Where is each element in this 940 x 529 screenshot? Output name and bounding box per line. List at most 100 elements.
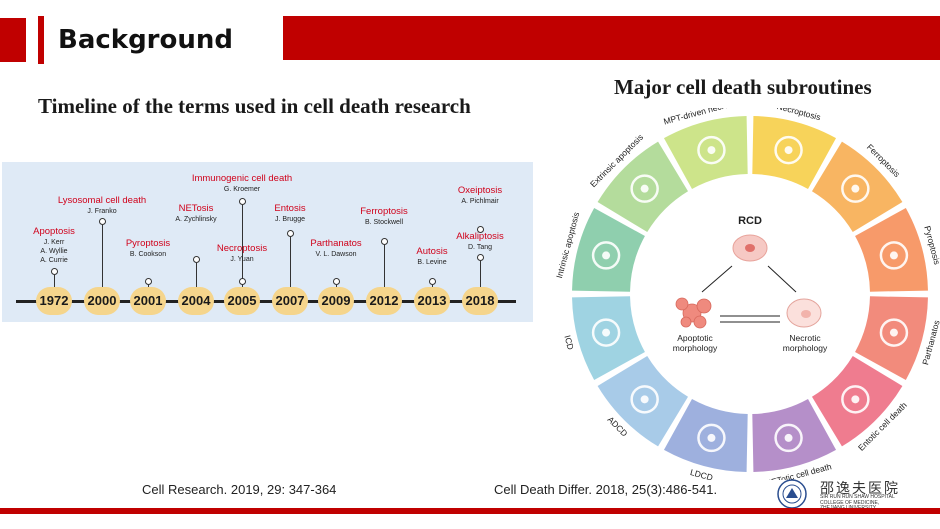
year-badge-2018: 2018: [462, 287, 498, 315]
timeline-connector: [290, 237, 291, 287]
timeline-author: J. Franko: [87, 208, 117, 215]
timeline-connector: [148, 285, 149, 287]
timeline-node: [477, 226, 484, 233]
timeline-node: [381, 238, 388, 245]
arrow-to-necrotic: [767, 265, 797, 293]
segment-pyroptosis: [855, 207, 928, 292]
apoptotic-morphology-label: Apoptotic: [677, 333, 713, 343]
segment-ldcd: [663, 399, 748, 472]
timeline-author: A. Currie: [40, 257, 68, 264]
timeline-title: Timeline of the terms used in cell death…: [38, 94, 471, 118]
timeline-connector: [242, 205, 243, 287]
year-badge-1972: 1972: [36, 287, 72, 315]
timeline-connector: [384, 245, 385, 287]
apoptotic-morphology-label: morphology: [673, 343, 718, 353]
fork-knife-icon: [630, 385, 659, 414]
timeline-term: Oxeiptosis: [457, 185, 503, 196]
timeline-author: J. Yuan: [230, 256, 254, 263]
timeline-term: Pyroptosis: [125, 238, 171, 249]
timeline-connector: [242, 285, 243, 287]
timeline-term: Necroptosis: [216, 243, 268, 254]
segment-icd: [572, 296, 645, 381]
university-emblem-icon: [777, 479, 807, 509]
antibody-icon: [591, 318, 621, 347]
hexagon-icon: [591, 241, 621, 270]
chain-icon: [879, 318, 909, 347]
timeline-term: Autosis: [416, 246, 448, 257]
year-badge-2004: 2004: [178, 287, 214, 315]
timeline-term: Lysosomal cell death: [57, 195, 147, 206]
hexagon-arrows-icon: [630, 174, 659, 203]
year-badge-2007: 2007: [272, 287, 308, 315]
hospital-logo: 邵逸夫医院 SIR RUN RUN SHAW HOSPITAL COLLEGE …: [772, 478, 940, 511]
timeline-connector: [54, 275, 55, 287]
timeline-axis: [16, 300, 516, 303]
timeline-author: J. Kerr: [43, 239, 65, 246]
timeline-author: D. Tang: [468, 244, 492, 251]
timeline-connector: [336, 285, 337, 287]
faucet-icon: [697, 135, 726, 165]
timeline-author: A. Wyllie: [40, 248, 68, 255]
necrotic-morphology-label: Necrotic: [789, 333, 821, 343]
timeline-term: Apoptosis: [33, 226, 75, 237]
anvil-icon: [841, 174, 870, 203]
year-badge-2005: 2005: [224, 287, 260, 315]
timeline-node: [477, 254, 484, 261]
timeline-term: Parthanatos: [310, 238, 362, 249]
segment-parthanatos: [855, 296, 928, 381]
footer-line: [0, 508, 940, 514]
timeline-node: [239, 278, 246, 285]
citation-right: Cell Death Differ. 2018, 25(3):486-541.: [494, 482, 718, 497]
timeline-term: Ferroptosis: [360, 206, 408, 217]
year-badge-2013: 2013: [414, 287, 450, 315]
subroutines-title: Major cell death subroutines: [614, 75, 872, 99]
segment-label: LDCD: [689, 467, 714, 480]
timeline-term: NETosis: [178, 203, 214, 214]
timeline-author: B. Cookson: [129, 251, 167, 258]
timeline-term: Entosis: [274, 203, 306, 214]
slide-title: Background: [38, 16, 278, 64]
segment-netotic-cell-death: [752, 399, 837, 472]
timeline-node: [287, 230, 294, 237]
timeline-author: B. Stockwell: [364, 219, 404, 226]
rcd-label: RCD: [738, 215, 762, 227]
year-badge-2000: 2000: [84, 287, 120, 315]
segment-necroptosis: [752, 116, 837, 189]
timeline-term: Alkaliptosis: [456, 231, 504, 242]
timeline-node: [51, 268, 58, 275]
thermometer-icon: [879, 241, 909, 270]
necrotic-morphology-label: morphology: [783, 343, 828, 353]
timeline-connector: [480, 261, 481, 287]
segment-label: ICD: [562, 334, 575, 351]
segment-mpt-driven-necrosis: [663, 116, 748, 189]
citation-left: Cell Research. 2019, 29: 347-364: [142, 482, 337, 497]
timeline-node: [145, 278, 152, 285]
timeline-node: [429, 278, 436, 285]
apoptotic-cell-icon: [675, 297, 712, 329]
timeline-node: [99, 218, 106, 225]
cell-death-wheel: NecroptosisFerroptosisPyroptosisParthana…: [554, 108, 940, 480]
timeline-node: [193, 256, 200, 263]
arrow-to-apoptotic: [701, 265, 733, 293]
timeline-node: [239, 198, 246, 205]
year-badge-2009: 2009: [318, 287, 354, 315]
timeline-connector: [102, 225, 103, 287]
timeline-author: G. Kroemer: [223, 186, 261, 193]
timeline-author: V. L. Dawson: [315, 251, 357, 258]
timeline-node: [333, 278, 340, 285]
rcd-nucleus-icon: [745, 244, 755, 252]
timeline-panel: 1972 2000 2001 2004 2005 2007 2009 2012 2013 2018…: [2, 162, 533, 322]
fire-icon: [774, 135, 803, 165]
timeline-term: Immunogenic cell death: [191, 173, 293, 184]
net-icon: [774, 423, 803, 453]
cell-in-cell-icon: [841, 385, 870, 414]
necrotic-nucleus-icon: [801, 310, 811, 318]
timeline-connector: [196, 263, 197, 287]
timeline-author: J. Brugge: [275, 216, 305, 223]
segment-label: Pyroptosis: [922, 225, 940, 266]
year-badge-2012: 2012: [366, 287, 402, 315]
timeline-author: A. Zychlinsky: [175, 216, 217, 223]
scissors-icon: [697, 423, 726, 453]
year-badge-2001: 2001: [130, 287, 166, 315]
timeline-author: B. Levine: [417, 259, 447, 266]
